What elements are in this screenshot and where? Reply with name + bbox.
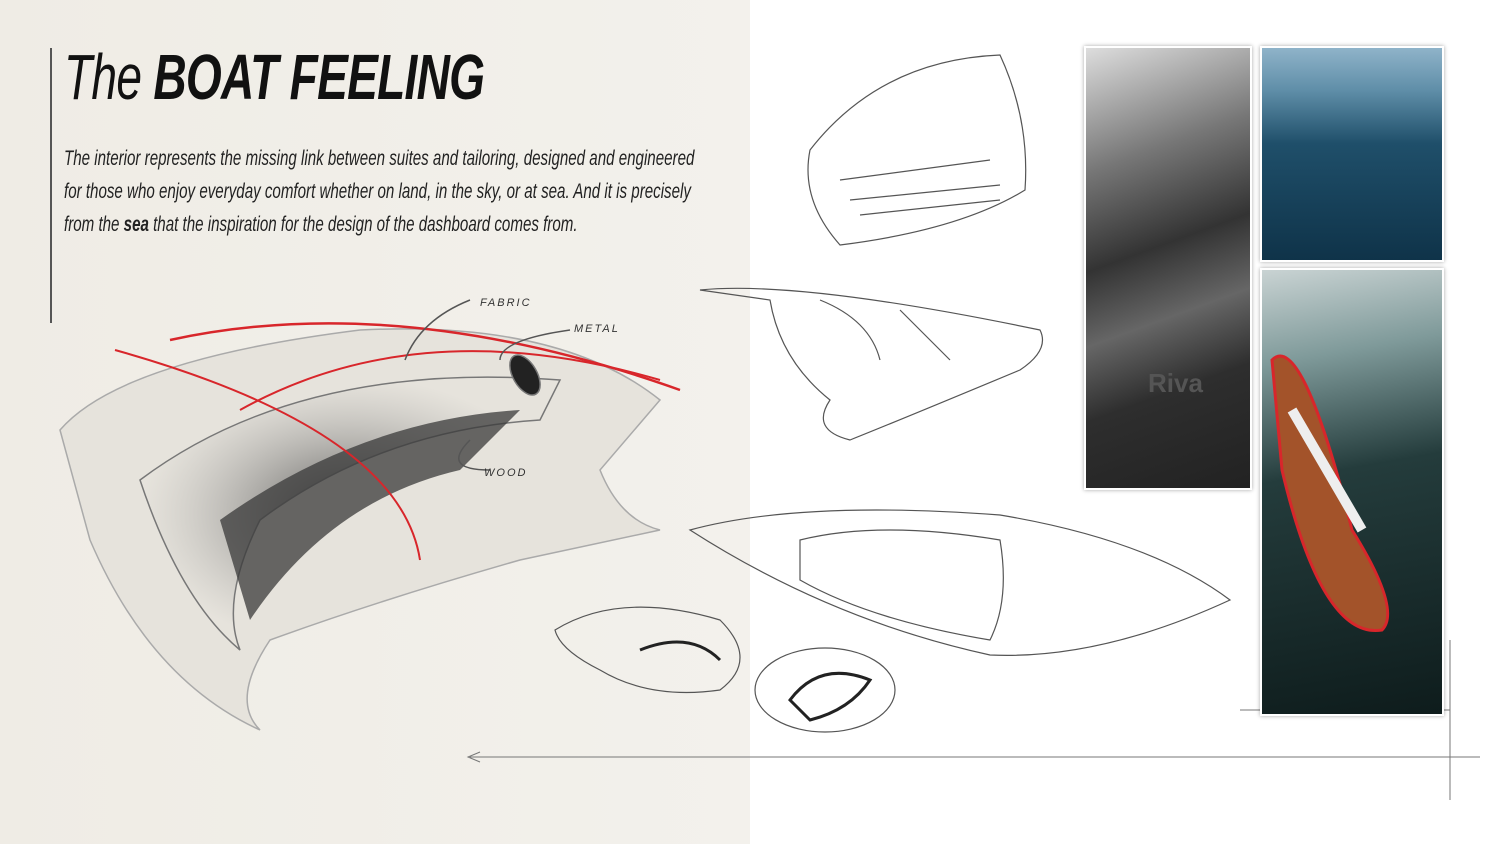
photo-watermark-text: Riva [1148, 368, 1203, 398]
photo-aerial-wooden-speedboat [1260, 268, 1444, 716]
boat-interior-line-sketches [554, 54, 1232, 733]
paragraph-text: The interior represents the missing link… [64, 147, 695, 236]
paragraph-bold: sea [123, 213, 149, 236]
title-emphasis: BOAT FEELING [153, 41, 485, 113]
title-prefix: The [64, 41, 142, 113]
annotation-wood: WOOD [484, 467, 527, 479]
paragraph-text-end: that the inspiration for the design of t… [148, 213, 578, 236]
annotation-metal: METAL [574, 323, 620, 335]
page-title: The BOAT FEELING [64, 40, 485, 114]
annotation-fabric: FABRIC [480, 297, 532, 309]
dashboard-render-sketch [59, 299, 681, 731]
intro-paragraph: The interior represents the missing link… [64, 142, 712, 241]
photo-vintage-boat-windshield [1084, 46, 1252, 490]
speedboat-outline [1270, 354, 1390, 633]
title-accent-bar [50, 48, 52, 323]
photo-diver-and-boat [1260, 46, 1444, 262]
